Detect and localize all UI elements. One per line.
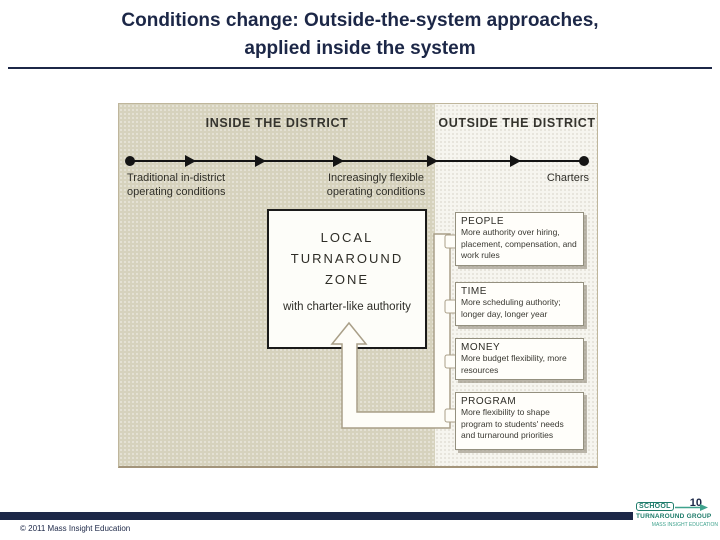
footer-bar <box>0 512 633 520</box>
copyright-text: © 2011 Mass Insight Education <box>20 524 131 533</box>
zone-box-subtitle: with charter-like authority <box>283 301 411 313</box>
timeline-arrowhead-icon <box>185 155 196 167</box>
factor-title: MONEY <box>461 342 501 353</box>
zone-box-title-line: LOCAL <box>320 230 374 245</box>
inside-zone-header: INSIDE THE DISTRICT <box>205 116 349 130</box>
factor-title: PEOPLE <box>461 216 505 227</box>
zone-box-title-line: ZONE <box>324 272 370 287</box>
logo-org-text: MASS INSIGHT EDUCATION <box>651 522 718 528</box>
timeline-axis <box>129 160 585 162</box>
factor-box-time: TIME More scheduling authority; longer d… <box>455 282 584 326</box>
factor-title: TIME <box>461 286 487 297</box>
timeline-label-line: operating conditions <box>326 186 426 198</box>
logo-arrow-icon <box>674 504 708 511</box>
factor-desc: More budget flexibility, more resources <box>461 353 567 375</box>
timeline-start-dot-icon <box>125 156 135 166</box>
timeline-label-line: operating conditions <box>127 186 226 198</box>
timeline-arrowhead-icon <box>255 155 266 167</box>
factor-desc: More scheduling authority; longer day, l… <box>461 297 561 319</box>
timeline-end-dot-icon <box>579 156 589 166</box>
timeline-arrowhead-icon <box>510 155 521 167</box>
page-number: 10 <box>689 497 702 509</box>
diagram-panel: INSIDE THE DISTRICT OUTSIDE THE DISTRICT… <box>118 103 598 468</box>
title-underline <box>8 67 712 69</box>
slide-title-line2: applied inside the system <box>244 38 476 59</box>
slide-title-line1: Conditions change: Outside-the-system ap… <box>121 10 599 31</box>
timeline-label-charters: Charters <box>546 172 589 184</box>
up-arrow-icon <box>330 233 451 429</box>
logo-school-badge: SCHOOL <box>636 502 674 511</box>
outside-zone-header: OUTSIDE THE DISTRICT <box>438 116 596 130</box>
timeline-arrowhead-icon <box>427 155 438 167</box>
logo-row: SCHOOL <box>636 502 718 512</box>
timeline-arrowhead-icon <box>333 155 344 167</box>
factor-box-program: PROGRAM More flexibility to shape progra… <box>455 392 584 450</box>
logo-group-text: TURNAROUND GROUP <box>636 513 712 520</box>
factor-box-money: MONEY More budget flexibility, more reso… <box>455 338 584 380</box>
factor-title: PROGRAM <box>461 396 517 407</box>
slide-title: Conditions change: Outside-the-system ap… <box>0 7 720 63</box>
factor-desc: More authority over hiring, placement, c… <box>461 227 577 260</box>
timeline-label-line: Increasingly flexible <box>328 172 424 184</box>
timeline-label-line: Traditional in-district <box>127 172 226 184</box>
timeline-label-traditional: Traditional in-district operating condit… <box>127 171 225 199</box>
factor-desc: More flexibility to shape program to stu… <box>461 407 564 440</box>
school-turnaround-group-logo: SCHOOL TURNAROUND GROUP MASS INSIGHT EDU… <box>636 502 718 528</box>
zone-box-title: LOCAL TURNAROUND ZONE <box>269 227 425 290</box>
factor-box-people: PEOPLE More authority over hiring, place… <box>455 212 584 266</box>
timeline-label-flexible: Increasingly flexible operating conditio… <box>311 171 441 199</box>
zone-box-title-line: TURNAROUND <box>290 251 404 266</box>
